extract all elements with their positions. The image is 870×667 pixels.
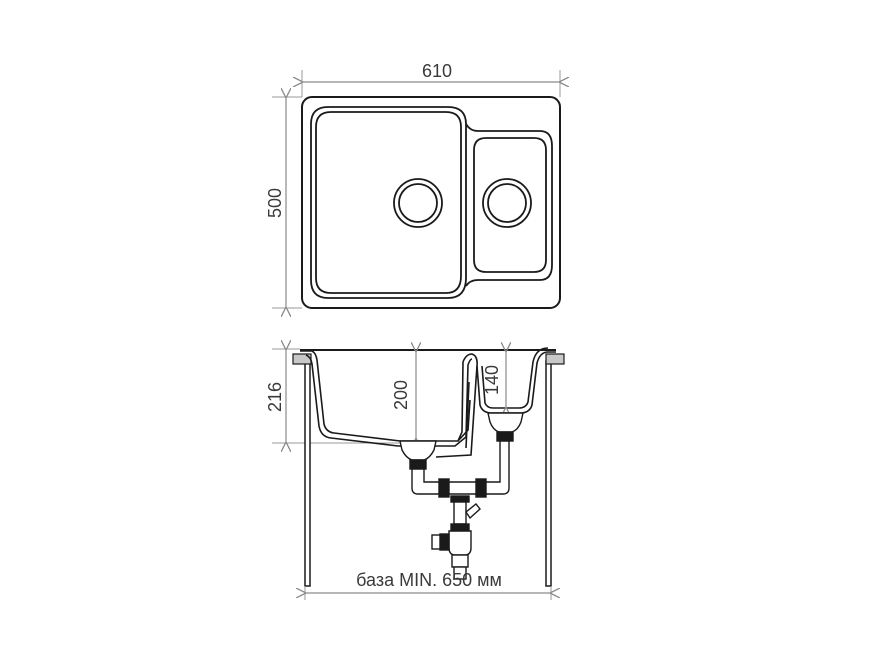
top-view: 610 500 xyxy=(265,61,560,308)
width-dimension: 610 xyxy=(303,61,559,82)
sink-outline xyxy=(301,96,561,309)
main-bowl xyxy=(310,106,467,299)
main-bowl-profile xyxy=(300,350,478,458)
right-clip xyxy=(545,353,565,365)
main-bowl-depth-label: 200 xyxy=(391,380,411,410)
siphon-assembly xyxy=(399,412,524,580)
small-bowl-depth-label: 140 xyxy=(482,365,502,395)
cabinet-walls xyxy=(304,360,552,587)
height-dimension: 216 xyxy=(265,350,286,442)
base-label: база MIN. 650 мм xyxy=(356,570,502,590)
base-dimension: база MIN. 650 мм xyxy=(305,570,551,600)
small-bowl-depth-dimension: 140 xyxy=(482,352,506,407)
width-label: 610 xyxy=(422,61,452,81)
depth-label: 500 xyxy=(265,188,285,218)
main-bowl-depth-dimension: 200 xyxy=(391,352,416,438)
small-bowl-profile xyxy=(476,347,556,414)
small-drain-icon xyxy=(482,178,532,228)
height-label: 216 xyxy=(265,382,285,412)
main-drain-icon xyxy=(393,178,443,228)
small-bowl xyxy=(473,137,547,273)
side-view: 216 200 xyxy=(265,347,565,600)
depth-dimension: 500 xyxy=(265,98,286,307)
